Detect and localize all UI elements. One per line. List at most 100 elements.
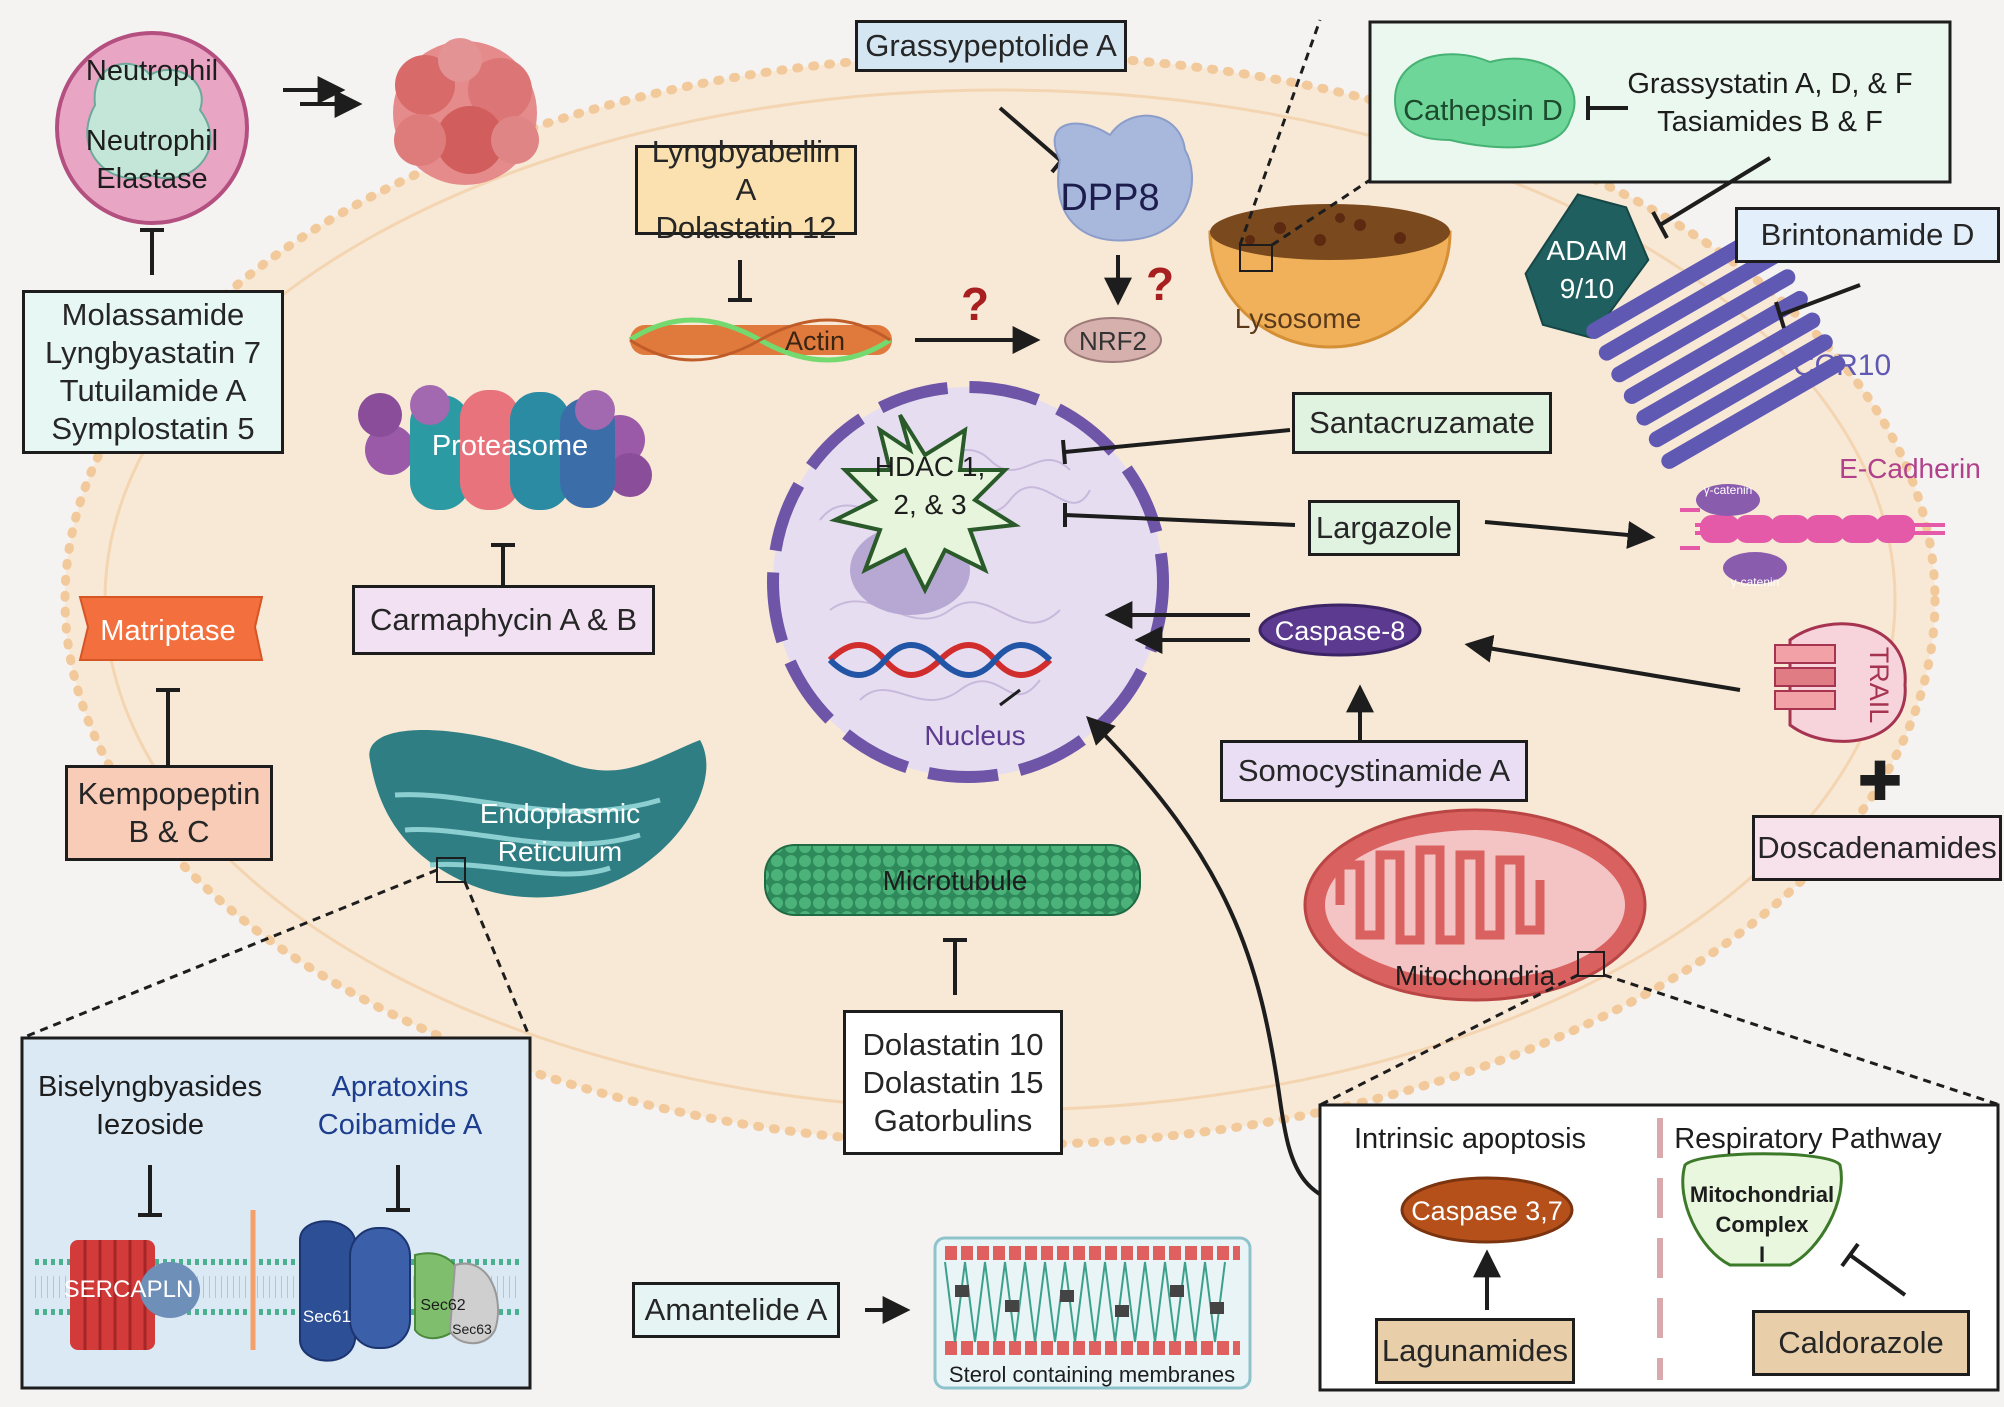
sec61-subunit [349, 1227, 411, 1349]
tumor-cluster-icon [393, 38, 539, 185]
nucleus-label: Nucleus [924, 720, 1025, 751]
hdac-label: HDAC 1, 2, & 3 [874, 451, 986, 520]
nrf2-protein [1064, 317, 1162, 363]
amantelide-box: Amantelide A [632, 1282, 840, 1338]
kempopeptin-box: Kempopeptin B & C [65, 765, 273, 861]
trail-label: TRAIL [1864, 647, 1894, 724]
grassystatin-label: Grassystatin A, D, & F Tasiamides B & F [1627, 68, 1913, 138]
matriptase-protease [78, 596, 264, 661]
ecadherin-label: E-Cadherin [1839, 453, 1981, 484]
mitochondrial-complex-i [1681, 1152, 1843, 1267]
microtubule-label: Microtubule [883, 865, 1028, 896]
actin-label: Actin [785, 326, 845, 356]
sec63-protein [448, 1262, 500, 1345]
arrow-trail-caspase8 [1464, 634, 1741, 692]
matriptase-label: Matriptase [100, 615, 235, 647]
inhibit-complex-i-bar [1840, 1242, 1860, 1268]
lysosome-organelle [1208, 230, 1452, 349]
doscadenamides-box: Doscadenamides [1752, 815, 2002, 881]
largazole-box: Largazole [1308, 500, 1460, 556]
mitochondria-label: Mitochondria [1395, 960, 1556, 991]
inhibit-complex-i-line [1848, 1253, 1907, 1297]
cathepsin-d-label: Cathepsin D [1403, 95, 1563, 127]
er-zoom-line-2 [463, 881, 532, 1039]
caspase-37-label: Caspase 3,7 [1411, 1196, 1563, 1226]
er-zoom-line-1 [21, 868, 438, 1040]
inhibit-ccr10-bar [1774, 301, 1786, 329]
lagunamides-box: Lagunamides [1375, 1318, 1575, 1384]
gamma-catenin-label-1: γ-catenin [1704, 483, 1753, 497]
sec63-label: Sec63 [452, 1321, 492, 1337]
sterol-membrane-icon [944, 1246, 1240, 1355]
molassamide-box: Molassamide Lyngbyastatin 7 Tutuilamide … [22, 290, 284, 454]
question-mark-actin: ? [961, 278, 989, 330]
inhibit-dpp8-line [998, 106, 1062, 162]
arrow-caspase37-nucleus [1086, 716, 1391, 1211]
plus-icon: ✚ [1857, 752, 1902, 812]
hdac-star [829, 413, 1021, 595]
somocystinamide-box: Somocystinamide A [1220, 740, 1528, 802]
complex-i-label: Mitochondrial Complex I [1689, 1182, 1835, 1267]
intrinsic-apoptosis-label: Intrinsic apoptosis [1354, 1123, 1586, 1155]
caspase-8-label: Caspase-8 [1275, 616, 1406, 646]
mitochondria-cristae [1335, 845, 1545, 945]
inhibit-hdac-santacruzamate-line [1064, 428, 1291, 454]
er-label: Endoplasmic Reticulum [479, 798, 641, 867]
adam-label: ADAM 9/10 [1546, 235, 1628, 304]
microtubule-filament [764, 844, 1141, 916]
nrf2-label: NRF2 [1079, 326, 1147, 356]
lyngbyabellin-box: Lyngbyabellin A Dolastatin 12 [635, 134, 857, 245]
neutrophil-label: Neutrophil [85, 55, 219, 87]
lysosome-zoom-box [1239, 244, 1273, 272]
proteasome-label: Proteasome [432, 430, 588, 462]
santacruzamate-box: Santacruzamate [1292, 392, 1552, 454]
inhibit-adam-line [1658, 156, 1772, 227]
trail-receptor [1774, 622, 1907, 743]
dna-helix [827, 642, 1053, 678]
inhibit-ccr10-line [1779, 283, 1861, 317]
proteasome-complex [358, 385, 652, 510]
actin-filament [628, 317, 892, 363]
serca-label: SERCA [64, 1276, 147, 1303]
grassypeptolide-box: Grassypeptolide A [855, 20, 1127, 72]
ccr10-label: CCR10 [1793, 349, 1891, 382]
carmaphycin-box: Carmaphycin A & B [352, 585, 655, 655]
sec62-label: Sec62 [420, 1297, 465, 1314]
neutrophil-elastase-label: Neutrophil Elastase [85, 125, 219, 195]
dpp8-label: DPP8 [1060, 177, 1159, 219]
lysosome-zoom-line-2 [1271, 178, 1371, 247]
sec61-label: Sec61 [303, 1307, 351, 1326]
nucleus-pointer [999, 688, 1021, 707]
caldorazole-box: Caldorazole [1752, 1310, 1970, 1376]
caspase-8-enzyme [1258, 603, 1422, 657]
inhibit-hdac-largazole-line [1064, 513, 1296, 527]
ecadherin-complex [1680, 484, 1945, 584]
biselyngbyasides-label: Biselyngbyasides Iezoside [37, 1071, 263, 1141]
neutrophil-nucleus [86, 62, 212, 180]
pln-protein [140, 1262, 200, 1318]
brintonamide-box: Brintonamide D [1735, 207, 2000, 263]
lysosome-granules [1245, 213, 1406, 246]
endoplasmic-reticulum [369, 730, 707, 898]
cathepsin-d-protein [1393, 53, 1576, 149]
ccr10-receptor [1586, 225, 1846, 469]
respiratory-pathway-label: Respiratory Pathway [1674, 1123, 1942, 1155]
inhibit-hdac-santacruzamate-bar [1061, 439, 1067, 465]
nucleus-envelope [767, 381, 1169, 783]
mito-zoom-line-2 [1603, 973, 2001, 1107]
caspase-37-enzyme [1400, 1176, 1574, 1244]
apratoxins-label: Apratoxins Coibamide A [317, 1071, 483, 1141]
pln-label: PLN [147, 1276, 194, 1303]
lysosome-label: Lysosome [1235, 303, 1362, 334]
question-mark-dpp8: ? [1146, 258, 1174, 310]
gamma-catenin-label-2: γ-catenin [1731, 575, 1780, 589]
sec61-channel [299, 1220, 356, 1362]
sterol-membrane-label: Sterol containing membranes [949, 1362, 1235, 1387]
arrow-largazole-ecadherin [1484, 520, 1656, 549]
inhibit-adam-bar [1651, 211, 1669, 239]
mito-zoom-box [1577, 951, 1605, 977]
mito-zoom-line-1 [1319, 973, 1579, 1107]
dolastatin-box: Dolastatin 10 Dolastatin 15 Gatorbulins [843, 1010, 1063, 1155]
